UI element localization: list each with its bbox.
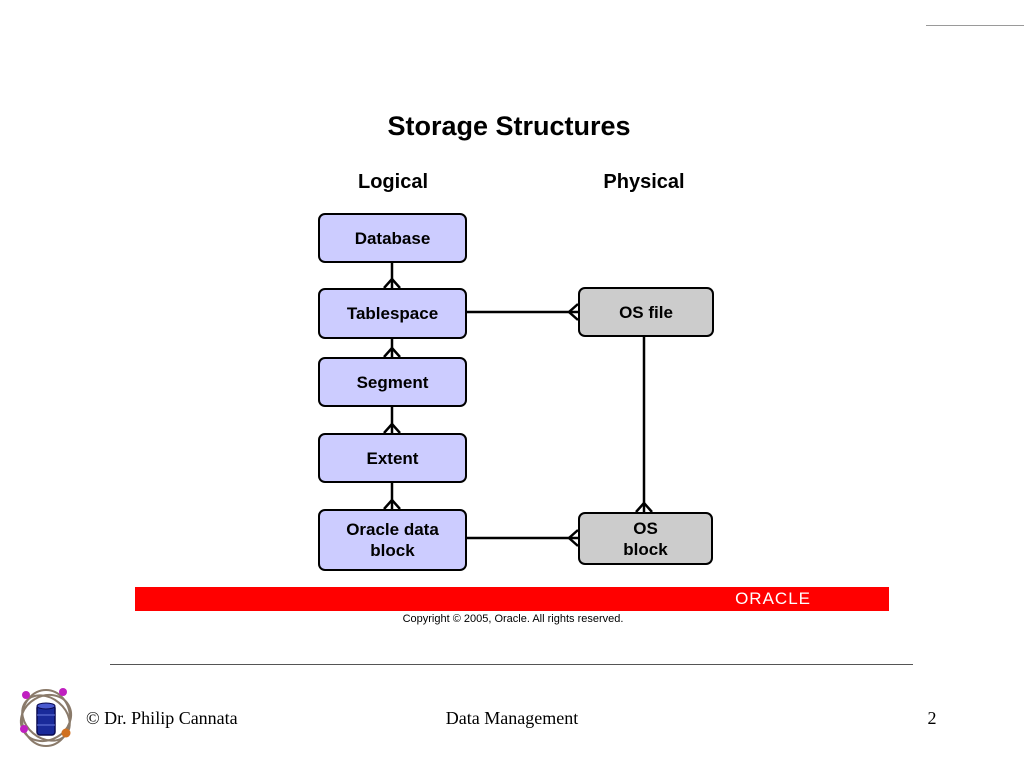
os-block-box: OS block — [578, 512, 713, 565]
footer-page-number: 2 — [927, 708, 937, 728]
tablespace-box: Tablespace — [318, 288, 467, 339]
database-emblem-icon — [19, 688, 73, 747]
oracle-logo: ORACLE — [735, 589, 811, 608]
oracle-copyright: Copyright © 2005, Oracle. All rights res… — [402, 613, 624, 625]
extent-box: Extent — [318, 433, 467, 483]
footer-rule — [110, 664, 913, 665]
os-file-box: OS file — [578, 287, 714, 337]
oracle-data-block-box: Oracle data block — [318, 509, 467, 571]
segment-box: Segment — [318, 357, 467, 407]
top-right-rule — [926, 25, 1024, 26]
oracle-banner: ORACLE — [135, 587, 889, 611]
footer-author: © Dr. Philip Cannata — [86, 708, 238, 728]
physical-heading: Physical — [603, 171, 685, 193]
footer-course: Data Management — [445, 708, 579, 728]
logical-heading: Logical — [357, 171, 428, 193]
slide-title: Storage Structures — [387, 111, 631, 141]
database-box: Database — [318, 213, 467, 263]
